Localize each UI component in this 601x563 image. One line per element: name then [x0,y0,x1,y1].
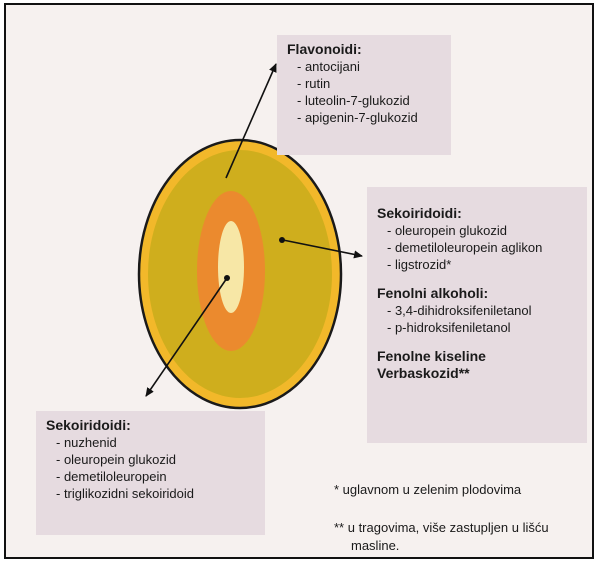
fenolni-alkoholi-title: Fenolni alkoholi: [377,285,489,301]
flavonoidi-item: - apigenin-7-glukozid [297,110,418,125]
flavonoidi-box: Flavonoidi: - antocijani - rutin - luteo… [277,35,451,155]
flavonoidi-item: - luteolin-7-glukozid [297,93,410,108]
arrow-to-flavonoidi [225,63,277,179]
verbaskozid-title: Verbaskozid** [377,365,470,381]
olive-core [218,221,244,313]
sekoiridoidi-bottom-item: - oleuropein glukozid [56,452,176,467]
arrow-to-sekoiridoidi-bottom [145,277,228,397]
fenolni-alkoholi-item: - 3,4-dihidroksifeniletanol [387,303,532,318]
flavonoidi-item: - antocijani [297,59,360,74]
sekoiridoidi-bottom-title: Sekoiridoidi: [46,417,131,433]
sekoiridoidi-right-title: Sekoiridoidi: [377,205,462,221]
flavonoidi-title: Flavonoidi: [287,41,362,57]
right-compounds-box: Sekoiridoidi: - oleuropein glukozid - de… [367,187,587,443]
olive-diagram [137,63,363,410]
footnote-double-star-line2: masline. [351,538,400,553]
fenolni-alkoholi-item: - p-hidroksifeniletanol [387,320,511,335]
sekoiridoidi-bottom-item: - demetiloleuropein [56,469,167,484]
skin-point [279,237,285,243]
flavonoidi-item: - rutin [297,76,331,91]
sekoiridoidi-right-item: - demetiloleuropein aglikon [387,240,543,255]
bottom-sekoiridoidi-box: Sekoiridoidi: - nuzhenid - oleuropein gl… [36,411,265,535]
footnote-double-star-line1: ** u tragovima, više zastupljen u lišću [334,520,549,535]
figure-frame: Flavonoidi: - antocijani - rutin - luteo… [4,3,594,559]
sekoiridoidi-right-item: - oleuropein glukozid [387,223,507,238]
sekoiridoidi-right-item: - ligstrozid* [387,257,452,272]
sekoiridoidi-bottom-item: - nuzhenid [56,435,117,450]
arrow-to-sekoiridoidi-right [282,239,363,259]
sekoiridoidi-bottom-item: - triglikozidni sekoiridoid [56,486,194,501]
fenolne-kiseline-title: Fenolne kiseline [377,348,486,364]
footnote-single-star: * uglavnom u zelenim plodovima [334,482,522,497]
footnote-double-star: ** u tragovima, više zastupljen u lišću … [334,519,592,555]
